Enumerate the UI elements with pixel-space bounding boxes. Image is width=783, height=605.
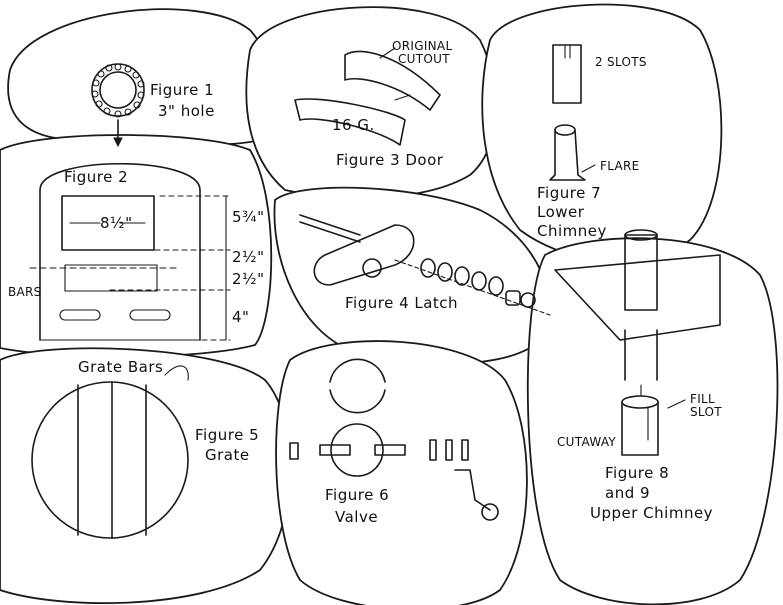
figure-7-sub-2: Chimney — [537, 222, 607, 240]
figure-1-title: Figure 1 — [150, 81, 214, 99]
blob-figure-6 — [275, 340, 528, 605]
figure-6-valve — [289, 358, 499, 521]
figure-8-plate — [554, 254, 721, 341]
figure-3-door — [294, 47, 441, 146]
figure-2-dim-top: 5¾" — [232, 208, 264, 226]
figure-1-subtitle: 3" hole — [158, 102, 215, 120]
figure-5-title: Figure 5 — [195, 426, 259, 444]
figure-8-title: Figure 8 — [605, 464, 669, 482]
figure-4-title: Figure 4 Latch — [345, 294, 458, 312]
figure-8-sub-1: and 9 — [605, 484, 650, 502]
figure-1-hole — [91, 63, 145, 148]
blob-figure-7 — [481, 3, 723, 264]
figure-7-flare-label: FLARE — [600, 159, 640, 173]
blob-figure-1 — [7, 8, 277, 146]
figure-3-gauge: 16 G. — [332, 116, 375, 134]
figure-2-title: Figure 2 — [64, 168, 128, 186]
figure-2-bars-opening — [64, 264, 158, 292]
figure-5-subtitle: Grate — [205, 446, 250, 464]
figure-8-fill-label: FILL — [690, 392, 715, 406]
figure-6-title: Figure 6 — [325, 486, 389, 504]
figure-2-door-opening — [61, 195, 155, 251]
figure-2-dim-width: 8½" — [100, 214, 132, 232]
figure-7-title: Figure 7 — [537, 184, 601, 202]
figure-8-slot-label: SLOT — [690, 405, 722, 419]
figure-5-callout: Grate Bars — [78, 358, 163, 376]
figure-3-callout-1: ORIGINAL — [392, 39, 452, 53]
figure-3-callout-2: CUTOUT — [398, 52, 450, 66]
blob-figure-3 — [245, 6, 497, 199]
figure-2-dim-bottom: 4" — [232, 308, 249, 326]
figure-8-cutaway-label: CUTAWAY — [557, 435, 616, 449]
figure-2-bars-label: BARS — [8, 285, 42, 299]
figure-7-slots-label: 2 SLOTS — [595, 55, 647, 69]
figure-7-lower-chimney — [549, 44, 596, 181]
figure-5-grate — [31, 365, 189, 539]
figure-2-dim-mid2: 2½" — [232, 270, 264, 288]
figure-6-subtitle: Valve — [335, 508, 378, 526]
figure-2-dim-mid1: 2½" — [232, 248, 264, 266]
figure-4-latch — [299, 214, 551, 316]
figure-8-sub-2: Upper Chimney — [590, 504, 713, 522]
figure-2-body — [29, 162, 231, 341]
figure-3-title: Figure 3 Door — [336, 151, 444, 169]
figure-8-upper-chimney — [554, 229, 721, 456]
blob-figure-8 — [526, 237, 779, 605]
figure-7-sub-1: Lower — [537, 203, 585, 221]
figure-4-plate — [313, 224, 415, 286]
